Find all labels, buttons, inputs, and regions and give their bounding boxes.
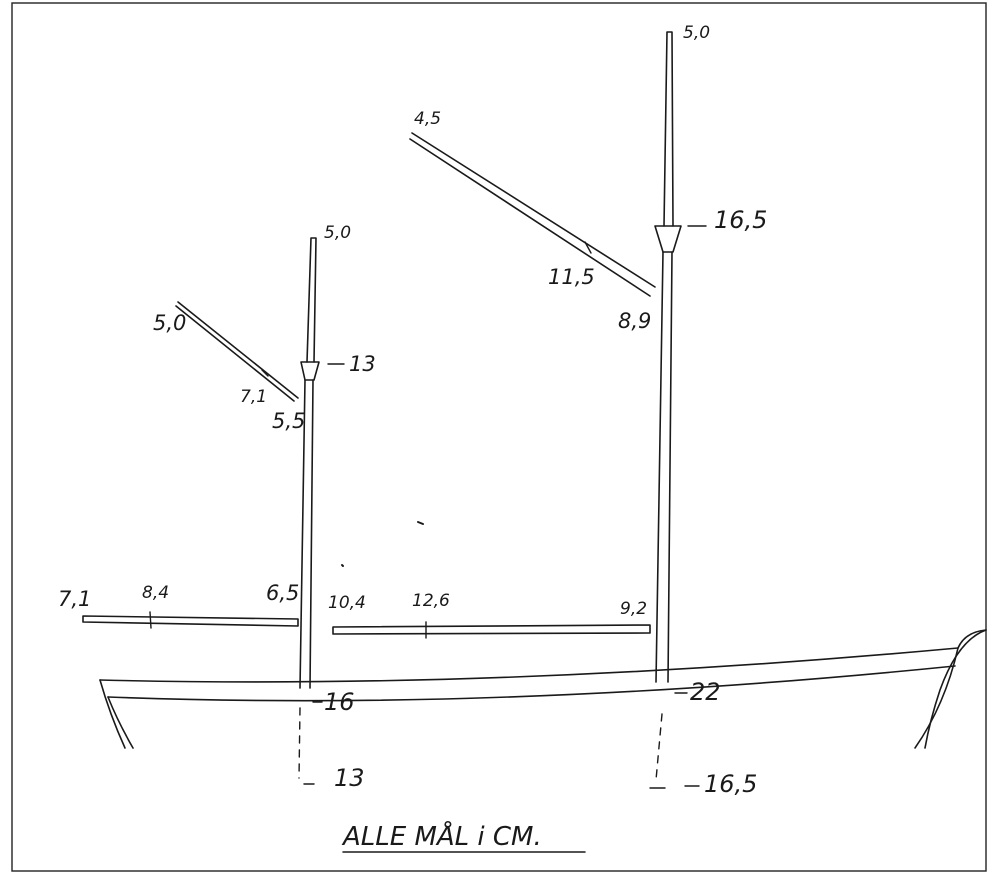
label-main-gaff-mid: 11,5 [548,265,595,289]
label-fore-gaff-jaw: 5,5 [272,409,305,433]
foremast-shaft [299,379,314,689]
stem-outer [914,647,959,749]
hull-sheer-upper [99,647,959,683]
stray-mark [417,521,424,525]
mainmast-shaft [655,251,673,683]
label-main-boom-end: 9,2 [620,599,647,619]
fore-gaff-mark [261,369,269,377]
label-main-top: 5,0 [683,23,710,43]
label-fore-gaff-mid: 7,1 [240,387,267,407]
main-boom-spar [332,624,651,635]
main-gaff-mark [584,241,592,254]
label-fore-top: 5,0 [324,223,351,243]
stern-post-inner [107,696,134,749]
stem-inner [924,629,987,749]
label-fore-gaff-end: 5,0 [153,311,186,335]
label-fore-deck: 16 [324,688,355,716]
main-boom [332,621,651,639]
fore-boom-spar [82,615,299,627]
fore-boom [82,611,299,629]
fore-boom-mark [149,611,152,629]
caption: ALLE MÅL i CM. [341,820,542,852]
mainmast [649,31,682,789]
mainmast-topmast [663,31,674,227]
label-fore-boom-end: 7,1 [58,587,91,611]
label-fore-boom-mid: 8,4 [142,583,169,603]
stray-mark [341,564,344,567]
foremast-heel-line [298,707,301,779]
mainmast-band [654,225,682,253]
foremast-topmast [306,237,317,363]
sheet-border [11,2,987,872]
fore-gaff-spar [175,301,299,402]
label-main-gaff-end: 4,5 [414,109,441,129]
label-fore-heel: 13 [334,764,365,792]
label-main-deck: 22 [690,678,721,706]
label-fore-boom-jaw: 6,5 [266,581,299,605]
main-gaff [409,132,656,297]
foremast [298,237,320,785]
hull [99,629,987,749]
hull-sheer-lower [107,665,956,702]
label-main-boom-mid: 12,6 [412,591,450,611]
stern-post-outer [99,679,126,749]
stem-head [957,629,987,649]
label-main-band: 16,5 [714,206,767,234]
foremast-band [300,361,320,381]
fore-gaff [175,301,299,402]
label-main-gaff-jaw: 8,9 [618,309,651,333]
label-main-heel: 16,5 [704,770,757,798]
label-main-boom-jaw: 10,4 [328,593,366,613]
label-fore-band: 13 [349,352,376,376]
main-gaff-spar [409,132,656,297]
mainmast-heel-line [655,713,663,781]
